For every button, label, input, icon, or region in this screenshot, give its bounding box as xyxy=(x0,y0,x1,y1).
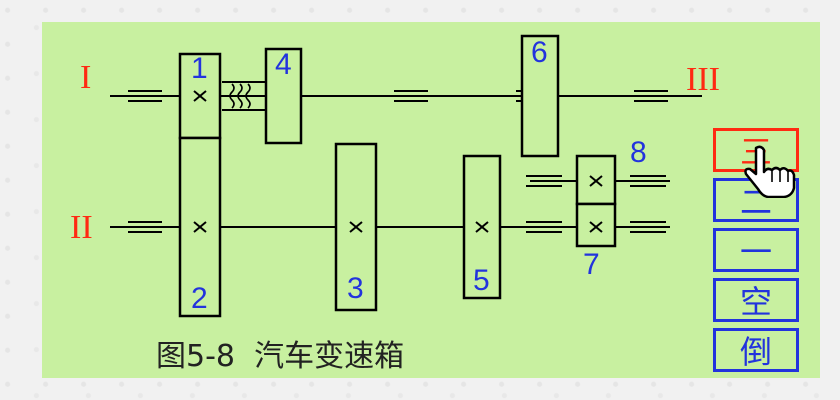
bearing-countershaft-lower-left xyxy=(526,221,562,233)
fixed-gear-mark xyxy=(475,221,489,233)
bearing-shaft-1-right xyxy=(394,90,428,102)
gear-label-3: 3 xyxy=(347,272,364,305)
gear-label-5: 5 xyxy=(473,264,490,297)
gear-button-5[interactable]: 倒 xyxy=(713,328,799,372)
gear-4-body xyxy=(264,47,303,145)
gear-3-body xyxy=(334,142,378,312)
gear-button-3[interactable]: 一 xyxy=(713,228,799,272)
gear-button-4[interactable]: 空 xyxy=(713,278,799,322)
gear-label-2: 2 xyxy=(191,282,208,315)
fixed-gear-mark xyxy=(589,221,603,233)
spring-coupling xyxy=(222,81,266,111)
gear-label-4: 4 xyxy=(275,48,292,81)
fixed-gear-mark xyxy=(589,175,603,187)
shaft-label-2: II xyxy=(70,209,93,246)
bearing-shaft-2-left xyxy=(128,221,162,233)
gear-label-6: 6 xyxy=(531,36,548,69)
hand-cursor-icon xyxy=(744,145,796,198)
shaft-label-3: III xyxy=(686,61,720,98)
gear-6-body xyxy=(520,34,560,158)
fixed-gear-mark xyxy=(349,221,363,233)
gear-label-7: 7 xyxy=(583,248,600,281)
bearing-shaft-1-left xyxy=(128,90,162,102)
fixed-gear-mark xyxy=(193,90,207,102)
gearbox-diagram: I II III 1 2 3 4 5 6 7 8 图5-8 汽车变速箱 xyxy=(70,34,720,374)
diagram-panel: I II III 1 2 3 4 5 6 7 8 图5-8 汽车变速箱 xyxy=(42,22,820,378)
gear-label-1: 1 xyxy=(191,52,208,85)
shaft-label-1: I xyxy=(80,59,91,96)
gear-label-8: 8 xyxy=(630,136,647,169)
bearing-countershaft-left xyxy=(526,175,562,187)
bearing-shaft-3-right xyxy=(634,90,668,102)
fixed-gear-mark xyxy=(193,221,207,233)
bearing-countershaft-lower-right xyxy=(630,221,666,233)
gear-7-body xyxy=(575,202,617,248)
figure-caption: 图5-8 汽车变速箱 xyxy=(156,339,404,374)
bearing-countershaft-right xyxy=(630,175,666,187)
